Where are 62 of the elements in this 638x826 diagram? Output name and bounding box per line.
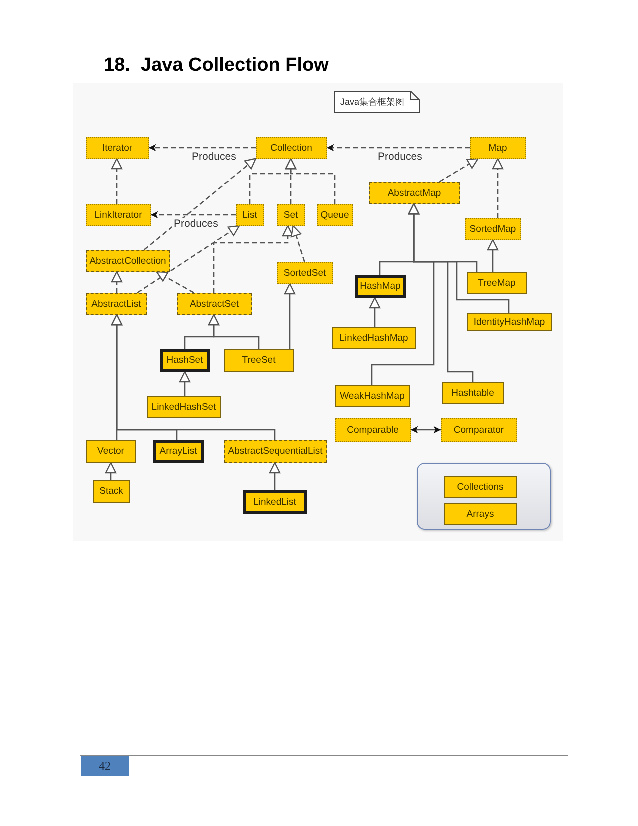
arrow xyxy=(105,462,117,480)
class-box: ArrayList xyxy=(153,440,204,463)
class-box: LinkedList xyxy=(243,490,307,514)
page-title: Java Collection Flow xyxy=(141,55,329,77)
class-box: Queue xyxy=(317,204,353,226)
arrow xyxy=(369,297,381,327)
class-box: LinkedHashMap xyxy=(332,327,416,349)
arrow xyxy=(492,158,504,218)
arrow xyxy=(144,158,257,250)
class-box: SortedMap xyxy=(465,218,521,240)
arrow xyxy=(284,283,296,349)
arrow xyxy=(285,158,336,204)
arrow xyxy=(179,371,191,396)
arrow xyxy=(208,314,260,349)
arrow xyxy=(269,462,281,490)
class-box: AbstractSet xyxy=(177,293,252,315)
class-box: Arrays xyxy=(444,503,517,525)
edge-label: Produces xyxy=(172,218,220,230)
class-box: LinkedHashSet xyxy=(147,396,221,418)
class-box: LinkIterator xyxy=(86,204,151,226)
page-number: 42 xyxy=(81,756,129,776)
class-box: HashSet xyxy=(160,349,210,372)
arrow xyxy=(111,158,123,204)
double-arrow xyxy=(411,426,441,434)
arrow xyxy=(327,144,470,152)
class-box: Stack xyxy=(93,480,130,503)
arrow xyxy=(111,271,123,293)
edge-label: Produces xyxy=(190,151,238,163)
note-box: Java集合框架图 xyxy=(334,91,420,113)
arrow xyxy=(156,271,194,294)
class-box: SortedSet xyxy=(277,262,333,284)
class-box: Vector xyxy=(86,440,136,463)
arrow xyxy=(439,158,479,183)
section-number: 18. xyxy=(104,55,130,77)
class-box: Collection xyxy=(256,137,327,159)
arrow xyxy=(111,314,276,440)
class-box: Hashtable xyxy=(442,382,504,404)
class-box: AbstractList xyxy=(86,293,147,315)
class-box: TreeMap xyxy=(467,272,527,294)
arrow xyxy=(487,239,499,272)
class-box: Comparator xyxy=(441,418,517,442)
class-box: HashMap xyxy=(355,275,406,298)
class-box: Comparable xyxy=(335,418,411,442)
arrow xyxy=(137,225,240,294)
class-box: Collections xyxy=(444,476,517,498)
class-box: AbstractMap xyxy=(369,182,460,204)
arrow xyxy=(408,203,474,382)
class-box: WeakHashMap xyxy=(335,385,410,407)
arrow xyxy=(290,225,306,262)
arrow xyxy=(151,211,236,219)
class-box: Map xyxy=(470,137,526,159)
arrow xyxy=(213,225,294,293)
class-box: IdentityHashMap xyxy=(467,313,552,331)
class-box: Set xyxy=(277,204,305,226)
class-box: AbstractCollection xyxy=(86,250,170,272)
arrow xyxy=(149,144,256,152)
class-box: Iterator xyxy=(86,137,149,159)
class-box: List xyxy=(236,204,264,226)
class-box: TreeSet xyxy=(224,349,294,372)
edge-label: Produces xyxy=(376,151,424,163)
class-box: AbstractSequentialList xyxy=(224,440,327,463)
group-panel xyxy=(417,463,551,530)
